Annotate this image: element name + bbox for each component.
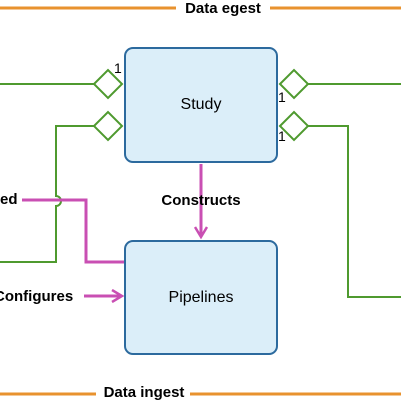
study-node[interactable]: Study	[124, 47, 278, 163]
dependency-edges	[22, 164, 201, 296]
study-box	[124, 47, 278, 163]
aggregation-diamonds	[92, 68, 310, 142]
data-ingest-label: Data ingest	[104, 384, 185, 401]
multiplicity-study-left: 1	[114, 60, 122, 76]
configures-label: Configures	[0, 288, 73, 305]
cut-left-label: ed	[0, 191, 18, 208]
diamond-left-lower-icon	[92, 110, 124, 142]
aggregation-right-lower-line	[308, 125, 401, 298]
constructs-label: Constructs	[161, 192, 240, 209]
data-egest-label: Data egest	[185, 0, 261, 17]
pipelines-label: Pipelines	[169, 289, 234, 306]
cut-left-edge	[22, 198, 125, 264]
pipelines-node[interactable]: Pipelines	[124, 240, 278, 355]
data-ingest-boundary: Data ingest	[0, 384, 401, 401]
diamond-right-upper-icon	[278, 68, 310, 100]
diamond-right-lower-icon	[278, 110, 310, 142]
study-label: Study	[181, 96, 222, 113]
multiplicity-study-right-lower: 1	[278, 128, 286, 144]
multiplicity-study-right-upper: 1	[278, 89, 286, 105]
data-egest-boundary: Data egest	[0, 0, 401, 17]
pipelines-box	[124, 240, 278, 355]
diamond-left-upper-icon	[92, 68, 124, 100]
